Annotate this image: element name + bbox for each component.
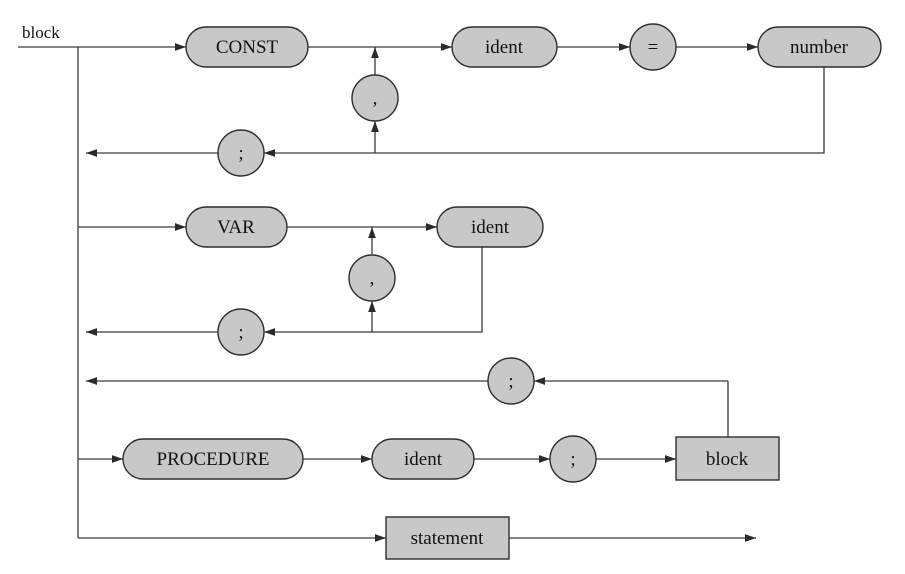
var-keyword-label: VAR: [217, 217, 255, 238]
const-keyword-label: CONST: [216, 37, 279, 58]
edge-var-ident-return: [372, 247, 483, 333]
var-comma-label: ,: [370, 268, 375, 289]
proc-semicolon-loop-node: ;: [487, 357, 535, 405]
const-ident-node: ident: [451, 26, 558, 68]
const-equals-label: =: [648, 37, 659, 58]
var-comma-node: ,: [348, 254, 396, 302]
var-semicolon-label: ;: [238, 322, 243, 343]
const-semicolon-label: ;: [238, 143, 243, 164]
procedure-keyword-label: PROCEDURE: [157, 449, 270, 470]
var-semicolon-node: ;: [217, 308, 265, 356]
const-keyword-node: CONST: [185, 26, 309, 68]
const-ident-label: ident: [485, 37, 524, 58]
var-ident-label: ident: [471, 217, 510, 238]
const-comma-label: ,: [373, 88, 378, 109]
proc-block-node: block: [675, 436, 780, 481]
const-number-label: number: [790, 37, 849, 58]
const-equals-node: =: [629, 23, 677, 71]
proc-semicolon-loop-label: ;: [508, 371, 513, 392]
statement-node: statement: [385, 516, 510, 560]
proc-ident-label: ident: [404, 449, 443, 470]
proc-semicolon-label: ;: [570, 449, 575, 470]
var-keyword-node: VAR: [185, 206, 288, 248]
var-ident-node: ident: [436, 206, 544, 248]
statement-label: statement: [411, 528, 485, 549]
edge-number-return: [375, 67, 825, 154]
procedure-keyword-node: PROCEDURE: [122, 438, 304, 480]
proc-ident-node: ident: [371, 438, 475, 480]
const-semicolon-node: ;: [217, 129, 265, 177]
const-number-node: number: [757, 26, 882, 68]
proc-semicolon-node: ;: [549, 435, 597, 483]
diagram-title: block: [22, 23, 60, 42]
const-comma-node: ,: [351, 74, 399, 122]
proc-block-label: block: [706, 449, 749, 470]
